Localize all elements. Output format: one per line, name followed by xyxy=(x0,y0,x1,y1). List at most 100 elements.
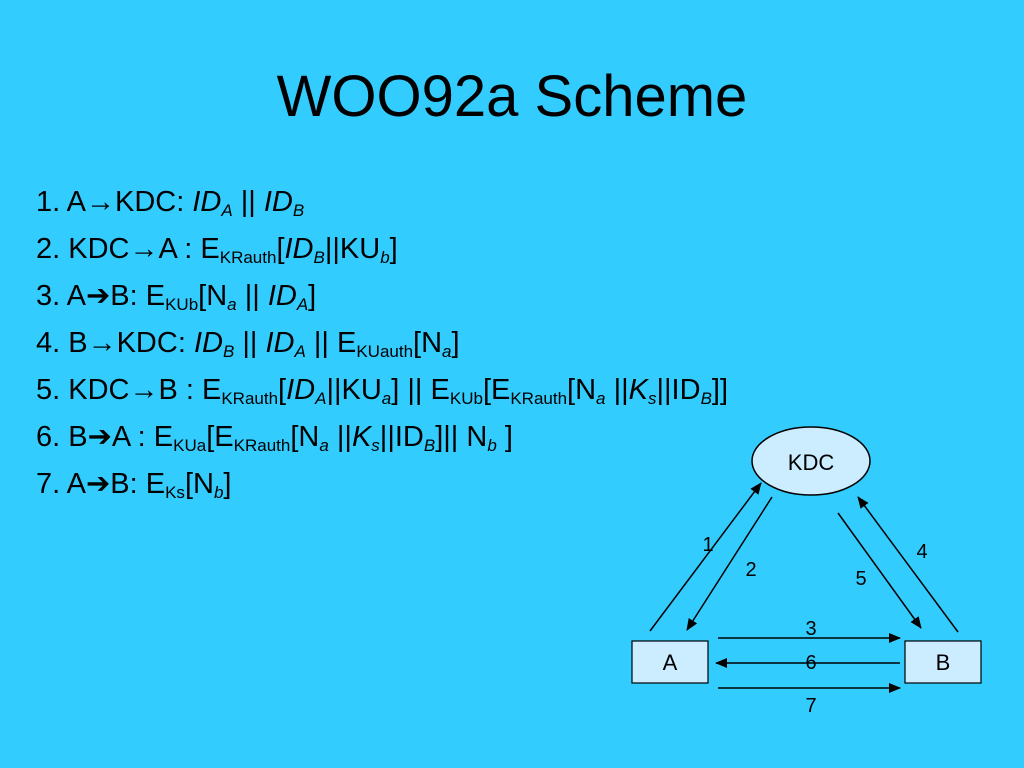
arrow-label-7: 7 xyxy=(805,695,816,717)
step-text: ID xyxy=(286,374,316,406)
step-text: 3. A➔B: E xyxy=(36,280,166,312)
step-text: ] xyxy=(223,468,232,500)
subscript: A xyxy=(296,295,309,314)
step-text: [N xyxy=(567,374,597,406)
subscript: KUb xyxy=(449,389,483,408)
step-text: ||KU xyxy=(324,233,381,265)
subscript: b xyxy=(213,483,224,502)
subscript: A xyxy=(315,389,327,408)
step-text: || xyxy=(234,327,266,359)
step-text: || xyxy=(328,421,352,453)
kdc-label: KDC xyxy=(788,450,835,475)
step-2: 2. KDC→A : EKRauth[IDB||KUb] xyxy=(36,233,728,266)
step-5: 5. KDC→B : EKRauth[IDA||KUa] || EKUb[EKR… xyxy=(36,374,728,407)
step-text: || xyxy=(605,374,629,406)
subscript: s xyxy=(647,389,657,408)
step-text: 1. A→KDC: xyxy=(36,186,193,218)
protocol-steps: 1. A→KDC: IDA || IDB 2. KDC→A : EKRauth[… xyxy=(36,186,728,515)
subscript: KRauth xyxy=(219,248,277,267)
step-text: || E xyxy=(305,327,357,359)
subscript: A xyxy=(294,342,306,361)
a-label: A xyxy=(663,650,678,675)
subscript: B xyxy=(292,201,305,220)
page-title: WOO92a Scheme xyxy=(276,64,748,129)
step-7: 7. A➔B: EKs[Nb] xyxy=(36,468,728,501)
step-text: ]|| N xyxy=(435,421,488,453)
subscript: KUb xyxy=(165,295,199,314)
subscript: KRauth xyxy=(221,389,279,408)
step-text: || xyxy=(232,186,264,218)
step-text: ID xyxy=(193,327,223,359)
arrow-2 xyxy=(686,496,773,631)
step-text: ID xyxy=(267,280,297,312)
step-text: 6. B➔A : E xyxy=(36,421,174,453)
arrow-label-5: 5 xyxy=(855,568,866,590)
subscript: B xyxy=(423,436,436,455)
step-text: [E xyxy=(482,374,511,406)
step-4: 4. B→KDC: IDB || IDA || EKUauth[Na] xyxy=(36,327,728,360)
step-text: [N xyxy=(413,327,443,359)
arrow-label-2: 2 xyxy=(745,559,756,581)
step-6: 6. B➔A : EKUa[EKRauth[Na ||Ks||IDB]|| Nb… xyxy=(36,421,728,454)
subscript: a xyxy=(442,342,452,361)
subscript: s xyxy=(371,436,380,455)
subscript: b xyxy=(380,248,390,267)
step-text: [E xyxy=(206,421,234,453)
subscript: b xyxy=(487,436,497,455)
step-text: K xyxy=(628,374,648,406)
step-text: || xyxy=(236,280,268,312)
subscript: a xyxy=(596,389,606,408)
b-box xyxy=(904,640,982,684)
subscript: B xyxy=(700,389,712,408)
subscript: a xyxy=(227,295,237,314)
step-text: ||ID xyxy=(379,421,424,453)
arrow-4 xyxy=(857,496,959,633)
subscript: A xyxy=(221,201,233,220)
step-text: 2. KDC→A : E xyxy=(36,233,220,265)
subscript: KRauth xyxy=(510,389,568,408)
subscript: a xyxy=(319,436,329,455)
step-text: ] xyxy=(389,233,398,265)
subscript: KRauth xyxy=(233,436,291,455)
arrow-label-6: 6 xyxy=(805,652,816,674)
subscript: a xyxy=(381,389,392,408)
arrow-label-1: 1 xyxy=(702,534,713,556)
b-label: B xyxy=(936,650,951,675)
a-box xyxy=(631,640,709,684)
step-3: 3. A➔B: EKUb[Na || IDA] xyxy=(36,280,728,313)
step-text: ] xyxy=(308,280,317,312)
step-text: [N xyxy=(198,280,228,312)
step-text: ]] xyxy=(711,374,729,406)
step-text: K xyxy=(351,421,372,453)
step-1: 1. A→KDC: IDA || IDB xyxy=(36,186,728,219)
arrow-label-3: 3 xyxy=(805,618,816,640)
step-text: [N xyxy=(290,421,320,453)
step-text: 7. A➔B: E xyxy=(36,468,166,500)
step-text: ID xyxy=(284,233,314,265)
arrow-5 xyxy=(837,512,922,629)
step-text: ] xyxy=(451,327,460,359)
subscript: B xyxy=(313,248,325,267)
kdc-ellipse xyxy=(751,426,871,496)
a-node: A xyxy=(631,640,709,684)
step-text: [ xyxy=(278,374,287,406)
subscript: Ks xyxy=(165,483,185,502)
step-text: [ xyxy=(276,233,285,265)
arrow-label-4: 4 xyxy=(916,541,927,563)
step-text: ||ID xyxy=(656,374,701,406)
step-text: ID xyxy=(263,186,293,218)
step-text: ] xyxy=(496,421,513,453)
step-text: [N xyxy=(184,468,214,500)
step-text: ] || E xyxy=(391,374,450,406)
subscript: KUa xyxy=(173,436,207,455)
subscript: KUauth xyxy=(356,342,414,361)
b-node: B xyxy=(904,640,982,684)
step-text: ID xyxy=(192,186,222,218)
step-text: 5. KDC→B : E xyxy=(36,374,222,406)
kdc-node: KDC xyxy=(751,426,871,496)
arrow-1 xyxy=(649,482,762,632)
subscript: B xyxy=(222,342,235,361)
step-text: ||KU xyxy=(326,374,382,406)
step-text: 4. B→KDC: xyxy=(36,327,194,359)
